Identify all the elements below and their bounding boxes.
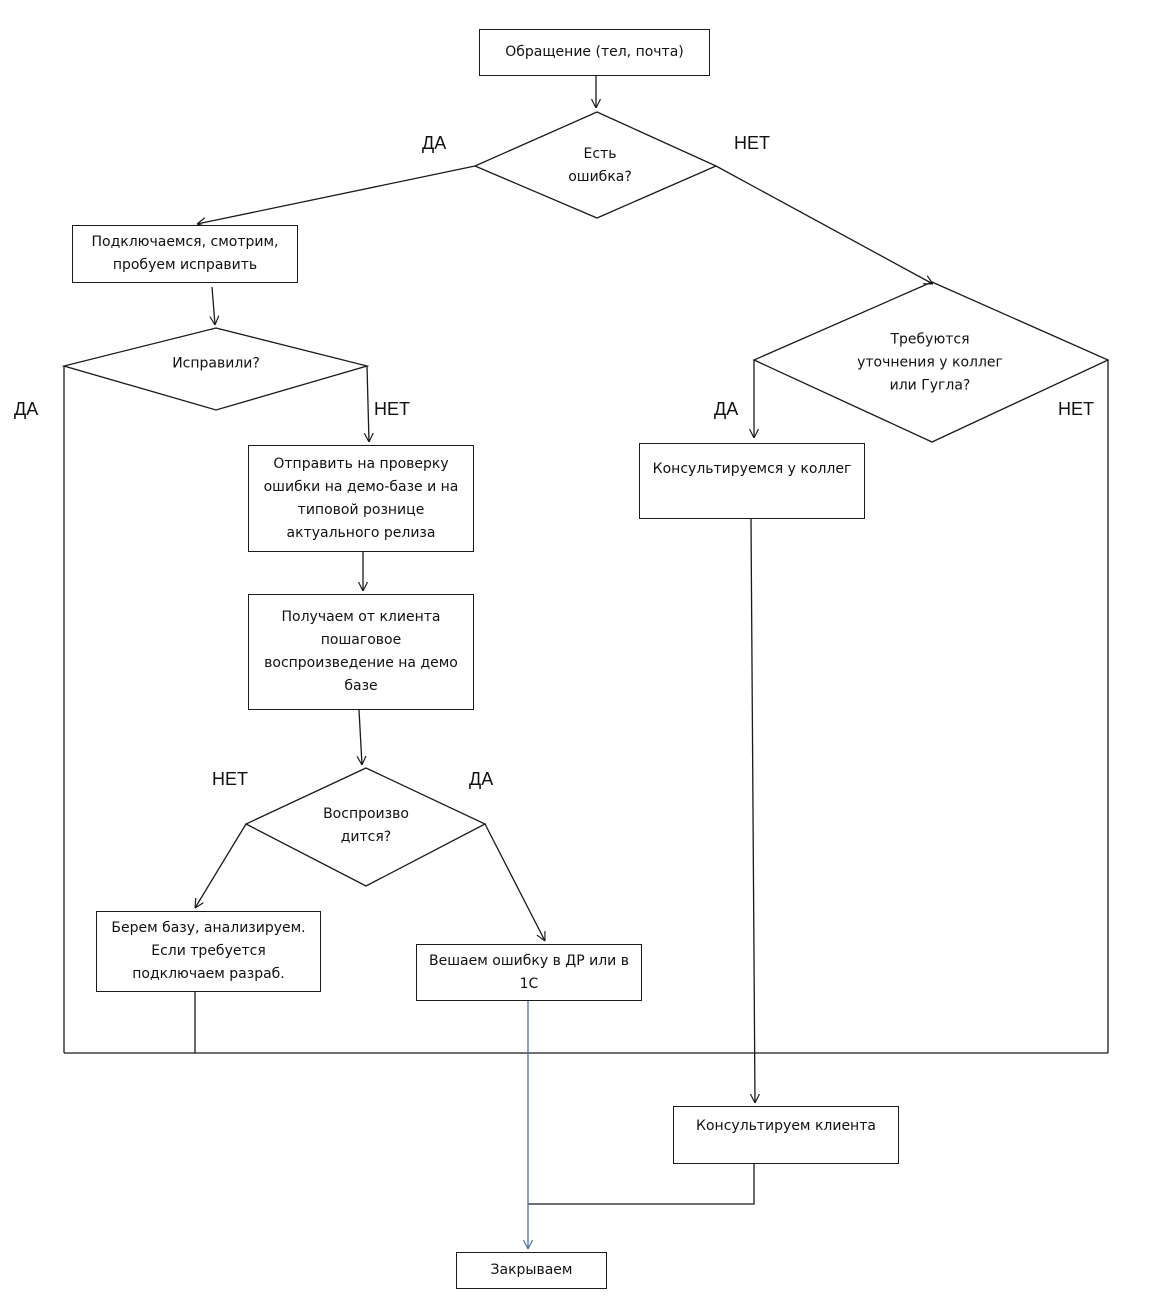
decision-fixed-shape [61, 327, 370, 411]
decision-need-advice-line: Требуются [890, 331, 970, 348]
branch-reproduced-no: НЕТ [212, 769, 248, 789]
node-take-base-line: Берем базу, анализируем. [111, 920, 306, 936]
node-receive-line: базе [344, 678, 378, 694]
node-receive-line: воспроизведение на демо [264, 655, 458, 671]
node-take-base: Берем базу, анализируем. Если требуется … [96, 911, 321, 992]
branch-fixed-yes: ДА [14, 399, 39, 419]
edge-connect-to-fixed [212, 286, 215, 325]
node-receive-line: пошаговое [320, 632, 402, 648]
node-receive-line: Получаем от клиента [281, 609, 441, 625]
branch-need-advice-yes: ДА [714, 399, 739, 419]
node-send-check-line: Отправить на проверку [273, 455, 449, 472]
decision-reproduced-label: Воспроизво дится? [323, 803, 409, 849]
decision-need-advice-label: Требуются уточнения у коллег или Гугла? [857, 329, 1003, 398]
node-consult-client: Консультируем клиента [673, 1106, 899, 1164]
decision-has-error-shape [473, 111, 718, 219]
decision-has-error-label: Есть ошибка? [568, 143, 632, 189]
node-send-check-line: типовой рознице [297, 501, 425, 518]
decision-has-error-line: Есть [583, 146, 617, 162]
node-send-check-line: ошибки на демо-базе и на [263, 478, 459, 495]
decision-need-advice-line: или Гугла? [889, 377, 971, 394]
decision-fixed-line: Исправили? [172, 355, 260, 372]
node-hang-error: Вешаем ошибку в ДР или в 1С [416, 944, 642, 1001]
node-connect: Подключаемся, смотрим, пробуем исправить [72, 225, 298, 283]
node-send-check-line: актуального релиза [286, 524, 436, 541]
node-connect-line: Подключаемся, смотрим, [91, 234, 279, 250]
branch-fixed-no: НЕТ [374, 399, 410, 419]
edge-client-to-close [528, 1164, 755, 1205]
node-consult-colleagues-line: Консультируемся у коллег [652, 461, 852, 477]
decision-fixed-label: Исправили? [172, 353, 260, 376]
node-send-check: Отправить на проверку ошибки на демо-баз… [248, 445, 474, 552]
node-hang-error-line: Вешаем ошибку в ДР или в [429, 952, 629, 969]
edge-has-error-yes [197, 165, 476, 224]
node-start: Обращение (тел, почта) [479, 29, 710, 76]
decision-need-advice-line: уточнения у коллег [857, 354, 1003, 371]
edge-receive-to-reproduced [359, 709, 362, 765]
decision-need-advice-shape [752, 281, 1110, 443]
node-consult-client-line: Консультируем клиента [696, 1118, 876, 1134]
node-close-line: Закрываем [490, 1262, 573, 1278]
edge-fixed-no [367, 365, 369, 442]
node-consult-colleagues: Консультируемся у коллег [639, 443, 865, 519]
decision-reproduced-line: Воспроизво [323, 806, 409, 822]
branch-need-advice-no: НЕТ [1058, 399, 1094, 419]
edge-has-error-no [715, 165, 933, 284]
node-take-base-line: Если требуется [151, 943, 266, 959]
edge-colleagues-to-client [751, 518, 755, 1103]
node-hang-error-line: 1С [519, 975, 539, 992]
decision-reproduced-line: дится? [340, 829, 392, 845]
decision-has-error-line: ошибка? [568, 169, 632, 185]
node-connect-line: пробуем исправить [112, 257, 258, 273]
branch-has-error-no: НЕТ [734, 133, 770, 153]
branch-reproduced-yes: ДА [469, 769, 494, 789]
decision-reproduced-shape [244, 767, 487, 887]
node-start-line: Обращение (тел, почта) [505, 44, 684, 60]
edge-reproduced-yes [484, 823, 545, 941]
edge-reproduced-no [195, 823, 247, 908]
node-close: Закрываем [456, 1252, 607, 1289]
node-receive: Получаем от клиента пошаговое воспроизве… [248, 594, 474, 710]
node-take-base-line: подключаем разраб. [132, 966, 285, 982]
branch-has-error-yes: ДА [422, 133, 447, 153]
